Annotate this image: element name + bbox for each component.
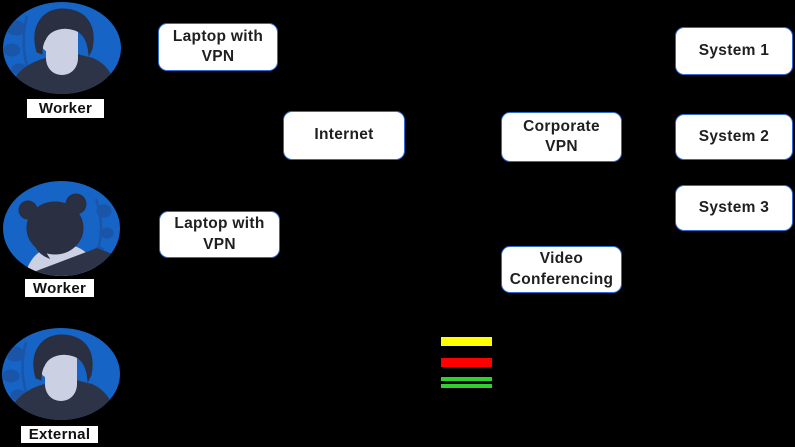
legend-bar-red bbox=[441, 358, 492, 367]
node-video-conferencing: Video Conferencing bbox=[501, 246, 622, 293]
actor-label-worker-2: Worker bbox=[25, 279, 94, 297]
node-system-1: System 1 bbox=[675, 27, 793, 75]
legend-bar-green-stripe-2 bbox=[441, 384, 492, 388]
avatar-external bbox=[2, 325, 120, 423]
node-corporate-vpn: Corporate VPN bbox=[501, 112, 622, 162]
node-laptop-vpn-1: Laptop with VPN bbox=[158, 23, 278, 71]
node-system-2: System 2 bbox=[675, 114, 793, 160]
legend-bar-yellow bbox=[441, 337, 492, 346]
actor-label-worker-1: Worker bbox=[27, 99, 104, 118]
legend-bar-green-stripe-1 bbox=[441, 377, 492, 381]
avatar-worker-2 bbox=[3, 181, 120, 276]
actor-label-external: External bbox=[21, 426, 98, 443]
node-system-3: System 3 bbox=[675, 185, 793, 231]
node-laptop-vpn-2: Laptop with VPN bbox=[159, 211, 280, 258]
avatar-worker-1 bbox=[3, 2, 121, 94]
node-internet: Internet bbox=[283, 111, 405, 160]
